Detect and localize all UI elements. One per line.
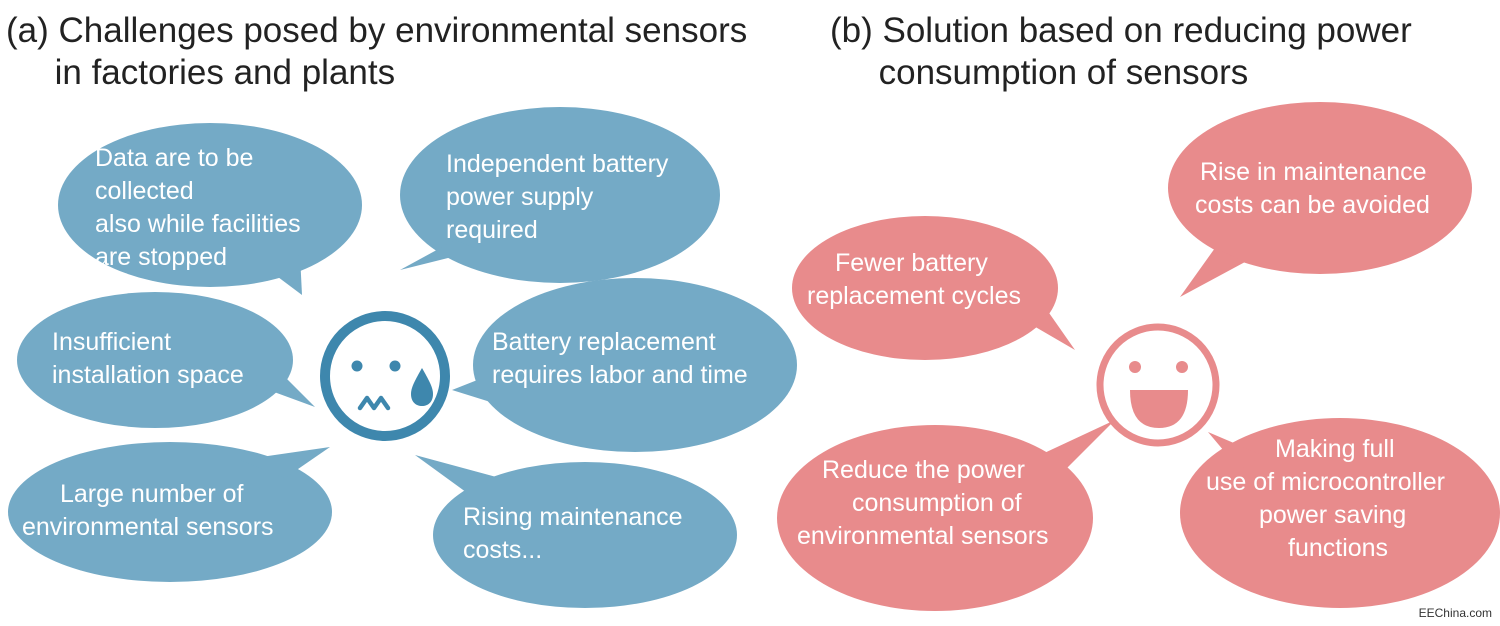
bubble-text-line: Rise in maintenance bbox=[1200, 158, 1427, 186]
bubble-text-line: consumption of bbox=[852, 489, 1022, 517]
bubble-text-line: Large number of bbox=[60, 480, 244, 508]
panel-b-title-line: (b) Solution based on reducing power bbox=[830, 11, 1412, 50]
panel-a-title-line: in factories and plants bbox=[6, 53, 396, 92]
svg-text:Data are to be collect: Data are to be collected also while faci… bbox=[95, 144, 308, 271]
bubble-independent-battery: Independent battery power supply require… bbox=[400, 107, 720, 283]
panel-a-title-line: (a) Challenges posed by environmental se… bbox=[6, 11, 748, 50]
svg-text:Insufficient installat: Insufficient installation space bbox=[52, 328, 244, 389]
svg-text:Large number of enviro: Large number of environmental sensors bbox=[22, 480, 274, 541]
bubble-text-line: replacement cycles bbox=[807, 282, 1021, 310]
bubble-text-line: Independent battery bbox=[446, 150, 669, 178]
bubble-text-line: Reduce the power bbox=[822, 456, 1025, 484]
bubble-text-line: Making full bbox=[1275, 435, 1395, 463]
bubble-text-line: required bbox=[446, 216, 538, 244]
bubble-data-collected: Data are to be collected also while faci… bbox=[58, 123, 362, 295]
bubble-text-line: functions bbox=[1288, 534, 1388, 562]
bubble-microcontroller: Making full use of microcontroller power… bbox=[1180, 418, 1500, 608]
panel-a-challenges: Data are to be collected also while faci… bbox=[8, 107, 797, 608]
bubble-rising-costs: Rising maintenance costs... bbox=[415, 455, 737, 608]
bubble-text-line: Rising maintenance bbox=[463, 503, 683, 531]
smiling-face-icon bbox=[1096, 323, 1220, 447]
bubble-reduce-power: Reduce the power consumption of environm… bbox=[777, 420, 1115, 611]
svg-text:Making full use of mic: Making full use of microcontroller power… bbox=[1206, 435, 1452, 562]
bubble-text-line: use of microcontroller bbox=[1206, 468, 1445, 496]
bubble-text-line: requires labor and time bbox=[492, 361, 748, 389]
svg-text:Battery replacement re: Battery replacement requires labor and t… bbox=[492, 328, 748, 389]
bubble-text-line: environmental sensors bbox=[22, 513, 274, 541]
bubble-text-line: costs... bbox=[463, 536, 542, 564]
bubble-text-line: power supply bbox=[446, 183, 594, 211]
bubble-text-line: Data are to be bbox=[95, 144, 253, 172]
bubble-rise-avoided: Rise in maintenance costs can be avoided bbox=[1168, 102, 1472, 297]
bubble-text-line: installation space bbox=[52, 361, 244, 389]
bubble-text-line: are stopped bbox=[95, 243, 227, 271]
bubble-large-number: Large number of environmental sensors bbox=[8, 442, 332, 582]
svg-text:Independent battery po: Independent battery power supply require… bbox=[446, 150, 675, 244]
bubble-fewer-battery: Fewer battery replacement cycles bbox=[792, 216, 1075, 360]
bubble-installation-space: Insufficient installation space bbox=[17, 292, 315, 428]
bubble-text-line: Fewer battery bbox=[835, 249, 988, 277]
svg-text:Reduce the power consu: Reduce the power consumption of environm… bbox=[797, 456, 1049, 550]
panel-b-solution: Fewer battery replacement cycles Rise in… bbox=[777, 102, 1500, 611]
bubble-text-line: also while facilities bbox=[95, 210, 301, 238]
bubble-text-line: power saving bbox=[1259, 501, 1406, 529]
bubble-text-line: Battery replacement bbox=[492, 328, 716, 356]
panel-a-title: (a) Challenges posed by environmental se… bbox=[6, 10, 747, 94]
bubble-text-line: environmental sensors bbox=[797, 522, 1049, 550]
svg-text:Fewer battery replacem: Fewer battery replacement cycles bbox=[807, 249, 1021, 310]
panel-b-title-line: consumption of sensors bbox=[830, 53, 1249, 92]
svg-text:Rising maintenance cos: Rising maintenance costs... bbox=[463, 503, 690, 564]
watermark: EEChina.com bbox=[1418, 606, 1492, 620]
bubble-text-line: costs can be avoided bbox=[1195, 191, 1430, 219]
worried-face-icon bbox=[320, 311, 450, 441]
svg-text:Rise in maintenance co: Rise in maintenance costs can be avoided bbox=[1195, 158, 1433, 219]
bubble-text-line: collected bbox=[95, 177, 194, 205]
bubble-text-line: Insufficient bbox=[52, 328, 171, 356]
bubble-battery-replacement: Battery replacement requires labor and t… bbox=[452, 278, 797, 452]
panel-b-title: (b) Solution based on reducing power con… bbox=[830, 10, 1412, 94]
